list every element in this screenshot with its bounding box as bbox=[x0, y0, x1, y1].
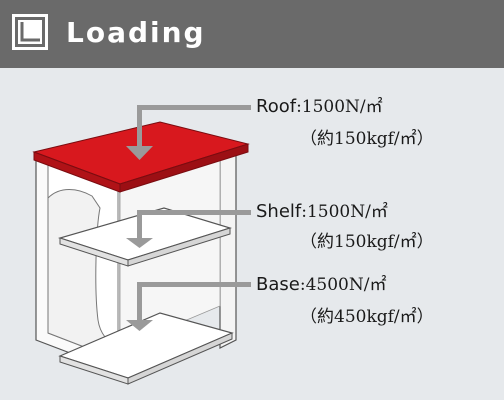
roof-value: :1500N/㎡ bbox=[296, 97, 383, 117]
header-bar: Loading bbox=[0, 0, 504, 68]
roof-name: Roof bbox=[256, 96, 297, 117]
page-title: Loading bbox=[66, 16, 206, 49]
shelf-name: Shelf bbox=[256, 201, 302, 222]
roof-sub: （約150kgf/㎡） bbox=[300, 129, 434, 149]
base-label: Base:4500N/㎡ bbox=[256, 274, 386, 296]
shelf-value: :1500N/㎡ bbox=[301, 202, 388, 222]
base-arrow bbox=[126, 282, 251, 331]
cabinet-body bbox=[35, 149, 237, 385]
shelf-label: Shelf:1500N/㎡ bbox=[256, 201, 388, 223]
shelf-arrow bbox=[126, 210, 251, 248]
roof-arrow bbox=[126, 105, 251, 160]
corner-bracket-icon bbox=[12, 14, 48, 50]
base-name: Base bbox=[256, 274, 300, 295]
shelf-sub: （約150kgf/㎡） bbox=[300, 232, 434, 252]
base-value: :4500N/㎡ bbox=[299, 275, 387, 295]
base-sub: （約450kgf/㎡） bbox=[300, 307, 434, 327]
load-diagram bbox=[32, 105, 251, 385]
roof-label: Roof:1500N/㎡ bbox=[256, 96, 383, 118]
